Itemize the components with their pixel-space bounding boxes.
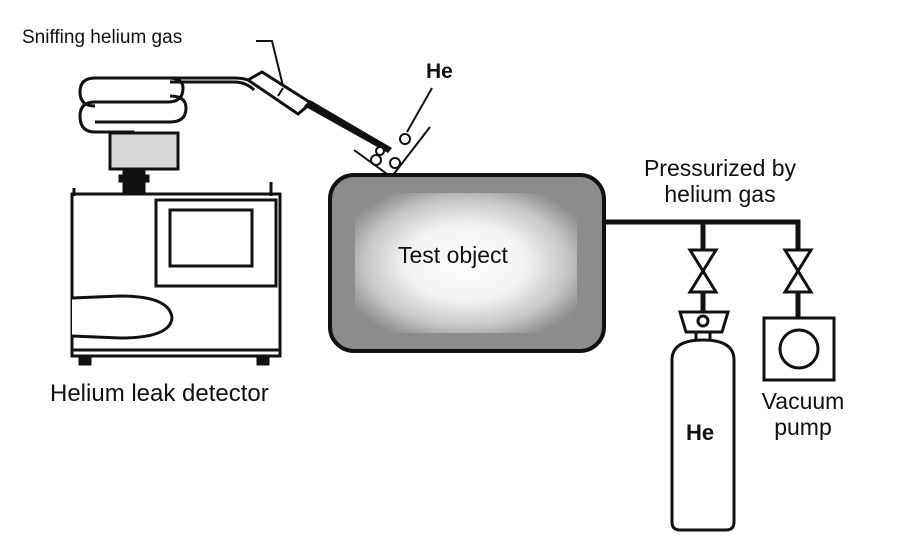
piping xyxy=(604,219,801,318)
test-object xyxy=(328,173,606,353)
pressurized-label: Pressurized by helium gas xyxy=(630,155,810,208)
valve-cylinder xyxy=(687,248,719,294)
helium-bubbles xyxy=(370,133,411,169)
sniffer-hose xyxy=(78,76,260,137)
vacuum-pump xyxy=(762,316,836,382)
valve-pump xyxy=(782,248,814,294)
sniffer-probe xyxy=(245,70,392,153)
test-object-label: Test object xyxy=(398,242,508,268)
sniffing-label: Sniffing helium gas xyxy=(22,27,183,48)
pressurized-label-line1: Pressurized by xyxy=(643,155,797,181)
leak-detector xyxy=(70,131,282,366)
helium-cylinder xyxy=(670,310,736,532)
cylinder-he-label: He xyxy=(686,420,715,445)
sniff-leader-line xyxy=(256,40,284,87)
vacuum-pump-label: Vacuum pump xyxy=(748,388,858,441)
vacuum-label-line1: Vacuum xyxy=(761,388,845,414)
pressurized-label-line2: helium gas xyxy=(664,181,776,208)
vacuum-label-line2: pump xyxy=(774,414,832,441)
helium-gas-label: He xyxy=(426,60,453,83)
detector-label: Helium leak detector xyxy=(50,380,269,407)
he-leader-line xyxy=(406,87,433,133)
